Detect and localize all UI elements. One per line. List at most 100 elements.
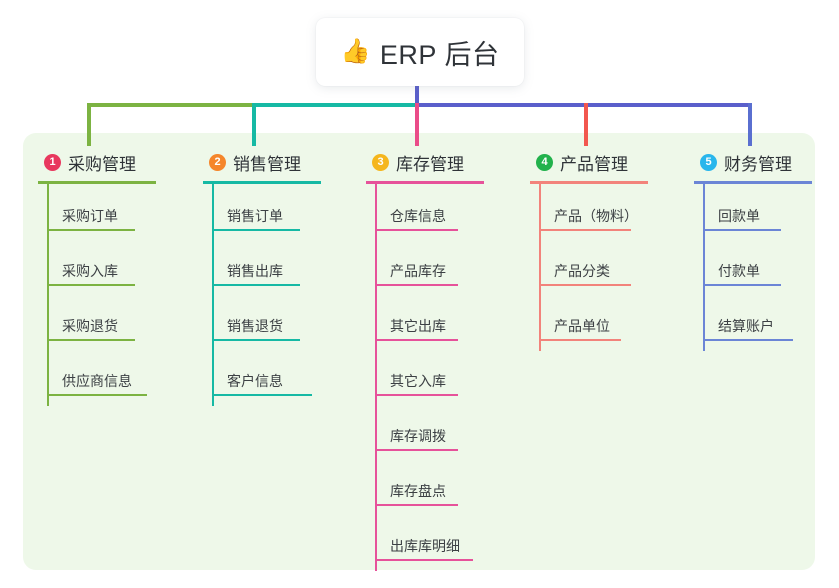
branch-number-badge: 5 [700, 153, 717, 171]
root-node[interactable]: 👍 ERP 后台 [316, 18, 524, 86]
drop-connector-5 [748, 103, 752, 146]
leaf-item-label: 其它入库 [390, 373, 446, 389]
leaf-item-label: 其它出库 [390, 318, 446, 334]
branch-underline [366, 181, 484, 184]
leaf-item-label: 销售出库 [227, 263, 283, 279]
branch-spine [212, 184, 214, 406]
leaf-item-label: 销售退货 [227, 318, 283, 334]
leaf-underline [539, 339, 621, 341]
branch-underline [694, 181, 812, 184]
leaf-underline [375, 394, 458, 396]
leaf-underline [47, 284, 135, 286]
leaf-underline [375, 449, 458, 451]
leaf-item-label: 销售订单 [227, 208, 283, 224]
leaf-underline [375, 339, 458, 341]
branch-column-2: 2 销售管理销售订单销售出库销售退货客户信息 [203, 145, 373, 406]
leaf-item[interactable]: 库存盘点 [366, 454, 536, 509]
leaf-item-label: 结算账户 [718, 318, 774, 334]
leaf-item-label: 仓库信息 [390, 208, 446, 224]
branch-spine [375, 184, 377, 571]
leaf-underline [47, 229, 135, 231]
branch-title: 库存管理 [396, 154, 464, 174]
leaf-item[interactable]: 采购订单 [38, 179, 208, 234]
leaf-item[interactable]: 产品单位 [530, 289, 700, 344]
leaf-item-label: 供应商信息 [62, 373, 132, 389]
branch-column-3: 3 库存管理仓库信息产品库存其它出库其它入库库存调拨库存盘点出库库明细 [366, 145, 536, 571]
leaf-item[interactable]: 销售订单 [203, 179, 373, 234]
leaf-underline [375, 229, 458, 231]
drop-connector-2 [252, 103, 256, 146]
branch-underline [530, 181, 648, 184]
connector-bar-green [87, 103, 254, 107]
leaf-item[interactable]: 其它入库 [366, 344, 536, 399]
branch-title: 销售管理 [233, 154, 301, 174]
connector-bar-blue [415, 103, 750, 107]
branch-number-badge: 3 [372, 153, 389, 171]
leaf-item[interactable]: 付款单 [694, 234, 839, 289]
branch-panel [23, 133, 815, 570]
leaf-item[interactable]: 库存调拨 [366, 399, 536, 454]
branch-spine [539, 184, 541, 351]
leaf-item[interactable]: 回款单 [694, 179, 839, 234]
leaf-item[interactable]: 客户信息 [203, 344, 373, 399]
branch-header-3[interactable]: 3 库存管理 [366, 145, 536, 184]
leaf-item[interactable]: 出库库明细 [366, 509, 536, 564]
thumbs-up-icon: 👍 [340, 38, 371, 65]
branch-header-2[interactable]: 2 销售管理 [203, 145, 373, 184]
leaf-item-label: 产品（物料） [554, 208, 638, 224]
leaf-item[interactable]: 结算账户 [694, 289, 839, 344]
leaf-item-label: 出库库明细 [390, 538, 460, 554]
leaf-item-label: 客户信息 [227, 373, 283, 389]
leaf-item-label: 库存盘点 [390, 483, 446, 499]
leaf-item[interactable]: 其它出库 [366, 289, 536, 344]
drop-connector-4 [584, 103, 588, 146]
leaf-item-label: 产品分类 [554, 263, 610, 279]
root-title-text: ERP 后台 [379, 39, 500, 70]
leaf-item-label: 付款单 [718, 263, 760, 279]
branch-underline [38, 181, 156, 184]
branch-number-badge: 4 [536, 153, 553, 171]
leaf-item[interactable]: 仓库信息 [366, 179, 536, 234]
drop-connector-1 [87, 103, 91, 146]
leaf-underline [539, 284, 631, 286]
leaf-item-label: 产品库存 [390, 263, 446, 279]
leaf-item-label: 产品单位 [554, 318, 610, 334]
leaf-underline [539, 229, 631, 231]
root-label: 👍 ERP 后台 [341, 33, 500, 72]
branch-spine [703, 184, 705, 351]
leaf-item[interactable]: 供应商信息 [38, 344, 208, 399]
leaf-item[interactable]: 产品库存 [366, 234, 536, 289]
branch-header-4[interactable]: 4 产品管理 [530, 145, 700, 184]
leaf-item[interactable]: 销售出库 [203, 234, 373, 289]
leaf-item[interactable]: 销售退货 [203, 289, 373, 344]
leaf-underline [212, 229, 300, 231]
branch-underline [203, 181, 321, 184]
leaf-item-label: 采购入库 [62, 263, 118, 279]
leaf-item[interactable]: 产品（物料） [530, 179, 700, 234]
branch-spine [47, 184, 49, 406]
leaf-underline [212, 339, 300, 341]
branch-title: 采购管理 [68, 154, 136, 174]
leaf-item-label: 库存调拨 [390, 428, 446, 444]
leaf-underline [375, 504, 458, 506]
leaf-underline [375, 559, 473, 561]
connector-bar-teal [252, 103, 417, 107]
leaf-underline [703, 284, 781, 286]
leaf-underline [212, 284, 300, 286]
branch-title: 产品管理 [560, 154, 628, 174]
leaf-underline [212, 394, 312, 396]
leaf-underline [703, 339, 793, 341]
leaf-item[interactable]: 产品分类 [530, 234, 700, 289]
branch-column-4: 4 产品管理产品（物料） 产品分类产品单位 [530, 145, 700, 351]
leaf-item[interactable]: 采购退货 [38, 289, 208, 344]
leaf-item[interactable]: 采购入库 [38, 234, 208, 289]
leaf-item-label: 采购退货 [62, 318, 118, 334]
root-stem-connector [415, 84, 419, 107]
branch-header-1[interactable]: 1 采购管理 [38, 145, 208, 184]
leaf-underline [375, 284, 458, 286]
branch-number-badge: 2 [209, 153, 226, 171]
leaf-item-label: 采购订单 [62, 208, 118, 224]
branch-number-badge: 1 [44, 153, 61, 171]
